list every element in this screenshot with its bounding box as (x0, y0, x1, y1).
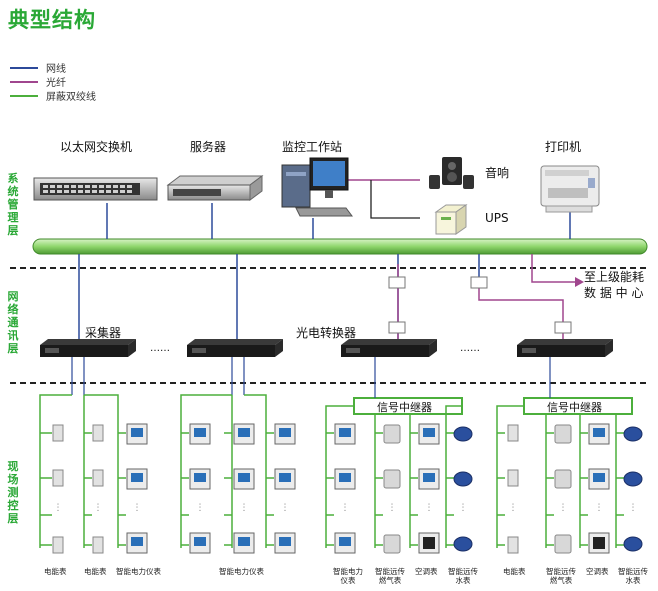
legend-network-swatch (10, 67, 38, 69)
fiber-node-1 (388, 276, 406, 289)
speaker-label: 音响 (485, 166, 510, 180)
layer-label-management: 系统管理层 (7, 172, 19, 237)
collector-ellipsis: …… (150, 343, 170, 354)
repeater-label-1: 信号中继器 (377, 401, 432, 414)
workstation-label: 监控工作站 (282, 140, 343, 154)
legend-fiber-swatch (10, 81, 38, 83)
switch-label: 以太网交换机 (60, 140, 133, 154)
caption-meter-1: 电能表 (44, 567, 67, 576)
converter-ellipsis: …… (460, 343, 480, 354)
svg-text:⋮: ⋮ (341, 503, 350, 513)
fiber-node-3 (470, 276, 488, 289)
upper-center-label-1: 至上级能耗 (584, 270, 645, 284)
speaker-icon (429, 157, 474, 189)
meter-icons: ⋮ ⋮ ⋮ ⋮ ⋮ ⋮ ⋮ ⋮ ⋮ ⋮ ⋮ ⋮ ⋮ ⋮ (52, 423, 643, 554)
server-label: 服务器 (190, 140, 227, 154)
caption-g4-gas: 智能远传燃气表 (546, 567, 576, 585)
legend-fiber-label: 光纤 (46, 78, 66, 89)
svg-text:⋮: ⋮ (595, 503, 604, 513)
legend-twisted-swatch (10, 95, 38, 97)
caption-meter-4: 智能电力仪表 (219, 567, 264, 576)
converter-device-2 (517, 339, 613, 357)
management-bus (32, 238, 648, 255)
switch-icon (33, 177, 158, 201)
server-icon (166, 175, 264, 201)
caption-g4-ac: 空调表 (586, 567, 609, 576)
upper-center-label-2: 数 据 中 心 (584, 286, 644, 300)
fiber-node-2 (388, 321, 406, 334)
svg-text:⋮: ⋮ (559, 503, 568, 513)
svg-text:⋮: ⋮ (459, 503, 468, 513)
caption-g3-gas: 智能远传燃气表 (375, 567, 405, 585)
collector-label: 采集器 (85, 326, 122, 340)
layer-label-field: 现场测控层 (7, 460, 19, 525)
layer-label-communication: 网络通讯层 (7, 290, 19, 355)
caption-g4-meter: 电能表 (503, 567, 526, 576)
workstation-ups-link (370, 180, 420, 219)
computer-icon (281, 157, 353, 217)
legend-network-label: 网线 (46, 64, 66, 75)
svg-text:⋮: ⋮ (388, 503, 397, 513)
caption-g3-ac: 空调表 (415, 567, 438, 576)
printer-icon (540, 165, 600, 213)
ups-icon (434, 204, 468, 235)
svg-text:⋮: ⋮ (509, 503, 518, 513)
caption-g3-power: 智能电力仪表 (333, 567, 363, 585)
repeater-label-2: 信号中继器 (547, 401, 602, 414)
svg-text:⋮: ⋮ (425, 503, 434, 513)
svg-text:⋮: ⋮ (133, 503, 142, 513)
page-title: 典型结构 (8, 8, 96, 32)
caption-g3-water: 智能远传水表 (448, 567, 478, 585)
caption-meter-3: 智能电力仪表 (116, 567, 161, 576)
converter-device-1 (341, 339, 437, 357)
fiber-node-4 (554, 321, 572, 334)
caption-meter-2: 电能表 (84, 567, 107, 576)
collector-device-2 (187, 339, 283, 357)
ups-label: UPS (485, 211, 509, 225)
converter2-fiber (478, 286, 564, 345)
field-bus-lines (39, 394, 624, 548)
collector-device-1 (40, 339, 136, 357)
converter-label: 光电转换器 (296, 326, 357, 340)
svg-text:⋮: ⋮ (240, 503, 249, 513)
upper-center-arrow (575, 277, 584, 287)
upper-center-fiber (531, 254, 575, 283)
svg-text:⋮: ⋮ (196, 503, 205, 513)
caption-g4-water: 智能远传水表 (618, 567, 648, 585)
field-drops (71, 357, 551, 398)
svg-text:⋮: ⋮ (629, 503, 638, 513)
svg-text:⋮: ⋮ (281, 503, 290, 513)
svg-text:⋮: ⋮ (54, 503, 63, 513)
printer-label: 打印机 (545, 140, 582, 154)
legend-twisted-label: 屏蔽双绞线 (46, 92, 96, 103)
svg-text:⋮: ⋮ (94, 503, 103, 513)
